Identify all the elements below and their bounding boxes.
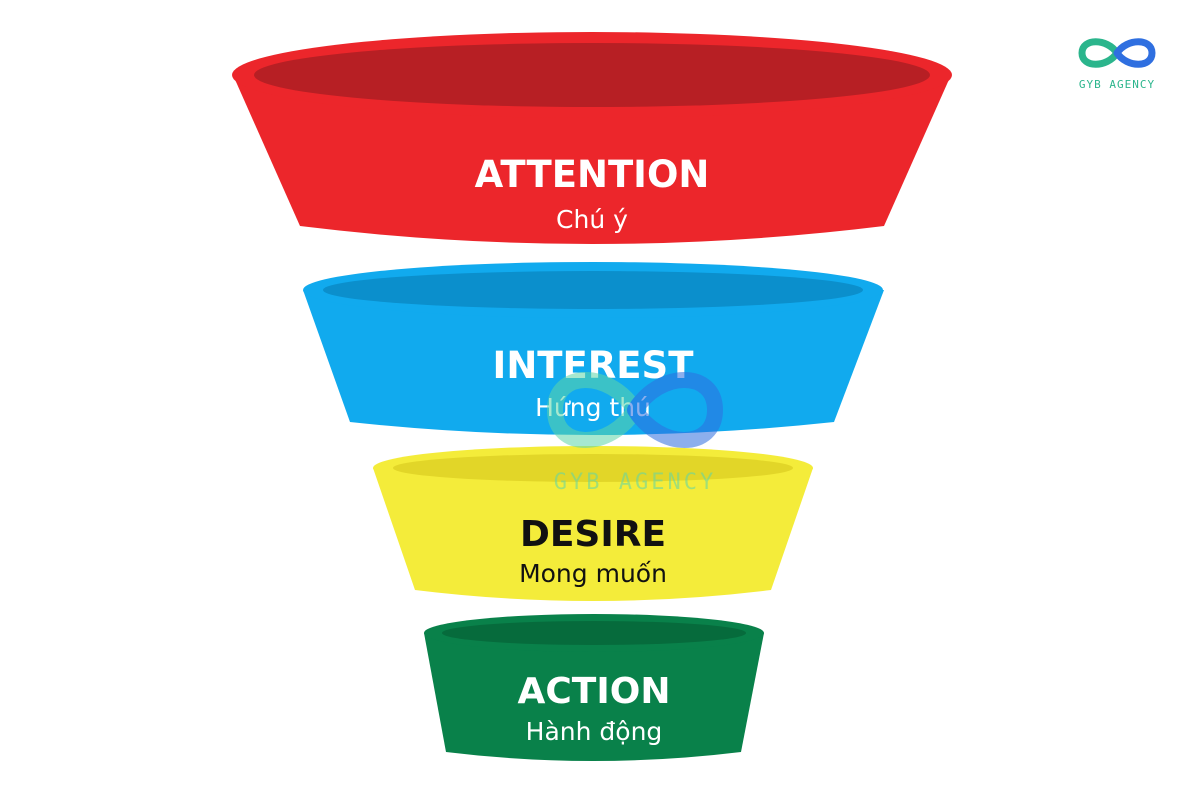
stage-attention: ATTENTION Chú ý xyxy=(232,32,952,244)
infinity-logo-icon xyxy=(1078,38,1156,68)
stage-attention-title: ATTENTION xyxy=(475,153,710,196)
stage-attention-subtitle: Chú ý xyxy=(556,205,628,234)
stage-action-subtitle: Hành động xyxy=(526,717,663,746)
stage-action: ACTION Hành động xyxy=(424,614,764,761)
stage-desire-rim-inner xyxy=(393,454,793,482)
stage-action-rim-inner xyxy=(442,621,746,645)
brand-logo-text: GYB AGENCY xyxy=(1078,78,1156,91)
stage-interest-rim-inner xyxy=(323,271,863,309)
stage-desire-title: DESIRE xyxy=(520,514,666,555)
stage-interest-title: INTEREST xyxy=(493,344,695,387)
stage-interest: INTEREST Hứng thú xyxy=(303,262,884,435)
stage-action-body xyxy=(424,633,764,761)
stage-attention-body xyxy=(233,75,951,244)
stage-desire-subtitle: Mong muốn xyxy=(519,559,667,588)
brand-logo: GYB AGENCY xyxy=(1062,30,1172,96)
stage-desire-body xyxy=(373,468,813,601)
stage-interest-body xyxy=(303,290,884,435)
stage-interest-subtitle: Hứng thú xyxy=(535,393,651,422)
stage-action-title: ACTION xyxy=(518,671,671,712)
stage-attention-rim-inner xyxy=(254,43,930,107)
stage-desire: DESIRE Mong muốn xyxy=(373,446,813,601)
